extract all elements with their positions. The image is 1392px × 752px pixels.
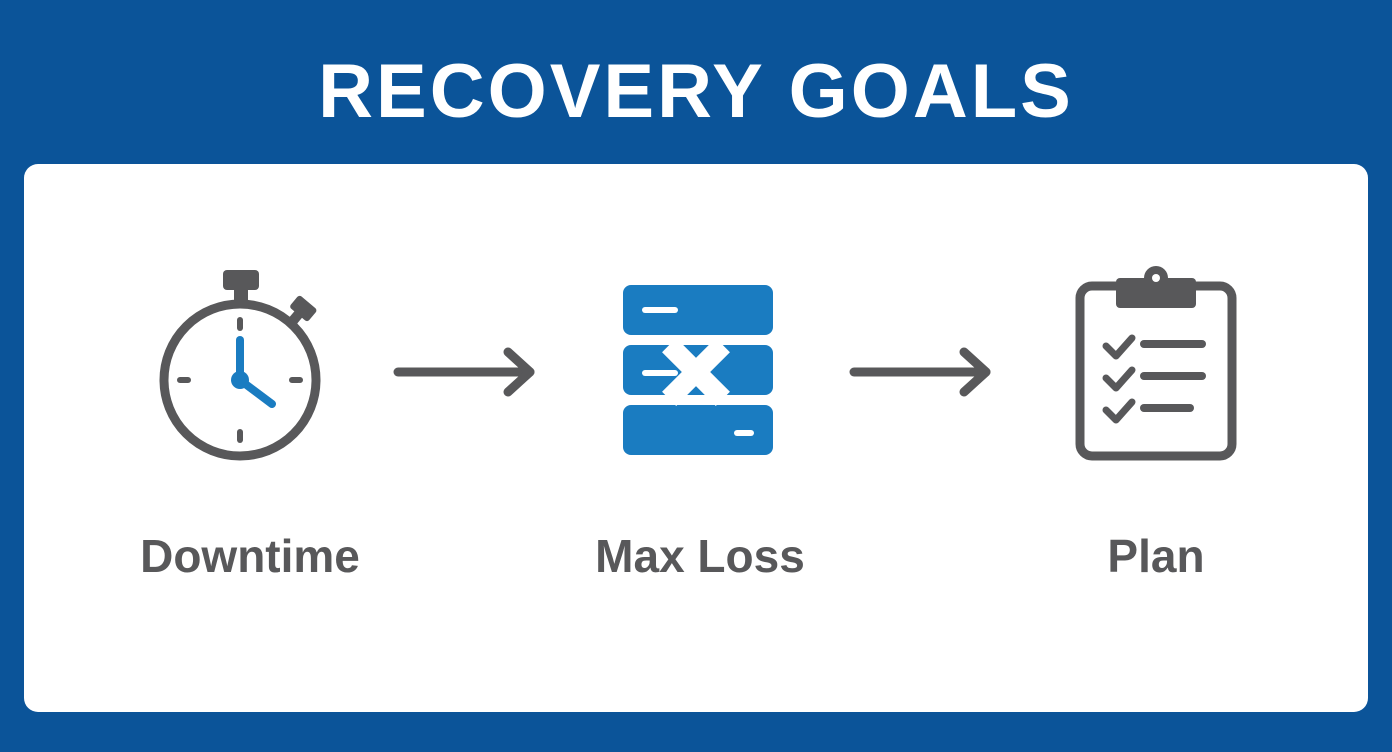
step-label-plan: Plan (1107, 530, 1205, 582)
database-error-icon (623, 285, 773, 455)
arrow-right-icon (393, 347, 535, 397)
clipboard-checklist-icon (1075, 266, 1237, 461)
step-label-downtime: Downtime (140, 530, 360, 582)
arrow-right-icon (849, 347, 991, 397)
page-title: RECOVERY GOALS (318, 49, 1074, 134)
step-label-max-loss: Max Loss (595, 530, 805, 582)
stopwatch-icon (159, 270, 321, 461)
